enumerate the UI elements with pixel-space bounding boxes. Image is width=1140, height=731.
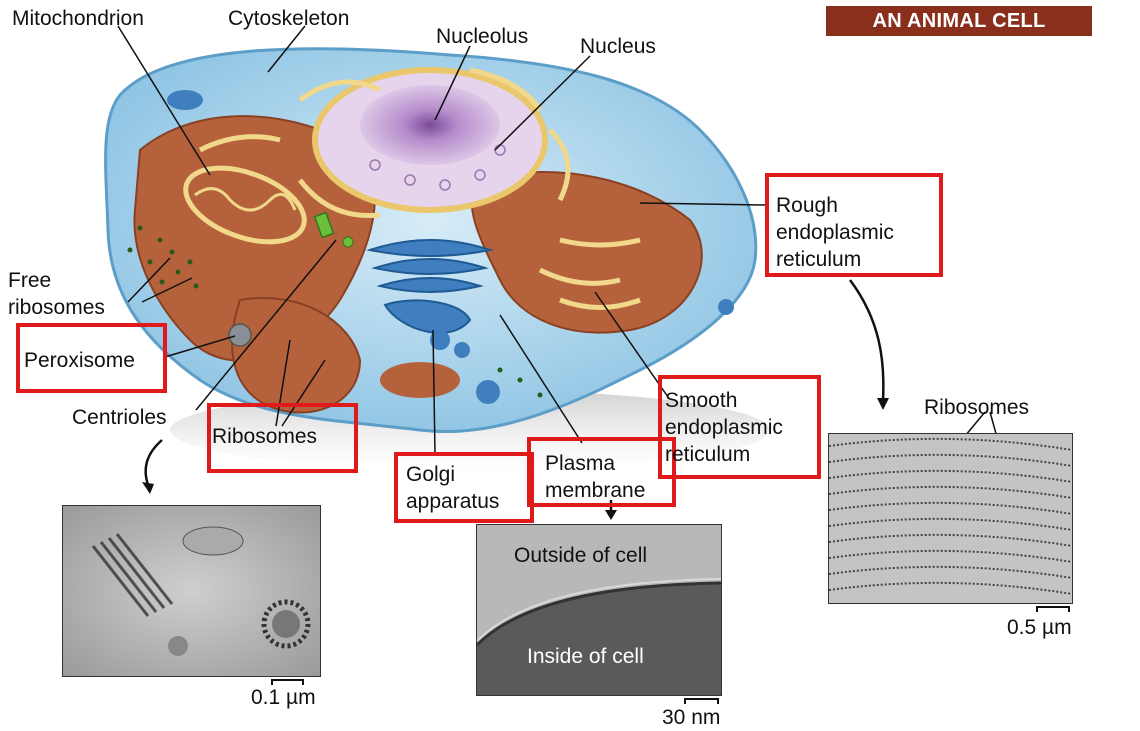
micrograph-rough-er — [828, 433, 1073, 604]
micrograph-centrioles — [62, 505, 321, 677]
highlight-box-ribosomes — [207, 403, 358, 473]
scale-bar-membrane — [684, 698, 719, 704]
scale-label-membrane: 30 nm — [662, 706, 721, 729]
label-free-ribosomes-2: ribosomes — [8, 296, 105, 319]
label-mitochondrion: Mitochondrion — [12, 7, 144, 30]
label-smooth-er-1: Smooth — [665, 389, 738, 412]
label-inside-cell: Inside of cell — [527, 645, 644, 668]
highlight-box-smooth-er — [658, 375, 821, 479]
scale-label-rough-er: 0.5 µm — [1007, 616, 1072, 639]
label-micrograph-ribosomes: Ribosomes — [924, 396, 1030, 419]
scale-label-centriole: 0.1 µm — [251, 686, 316, 709]
label-rough-er-3: reticulum — [776, 248, 862, 271]
highlight-box-peroxisome — [16, 323, 167, 393]
label-free-ribosomes-1: Free — [8, 269, 52, 292]
label-plasma-membrane-1: Plasma — [545, 452, 616, 475]
label-nucleolus: Nucleolus — [436, 25, 529, 48]
label-peroxisome: Peroxisome — [24, 349, 135, 372]
title-banner: AN ANIMAL CELL — [826, 6, 1092, 36]
label-nucleus: Nucleus — [580, 35, 656, 58]
micrograph-plasma-membrane — [476, 524, 722, 696]
highlight-box-golgi — [394, 452, 534, 523]
label-outside-cell: Outside of cell — [514, 544, 648, 567]
label-rough-er-2: endoplasmic — [776, 221, 894, 244]
label-plasma-membrane-2: membrane — [545, 479, 646, 502]
highlight-box-plasma-membrane — [527, 437, 676, 507]
highlight-box-rough-er — [765, 173, 943, 277]
scale-bar-centriole — [271, 679, 304, 685]
scale-bar-rough-er — [1036, 606, 1070, 612]
label-ribosomes: Ribosomes — [212, 425, 318, 448]
label-rough-er-1: Rough — [776, 194, 838, 217]
label-smooth-er-3: reticulum — [665, 443, 751, 466]
label-golgi-1: Golgi — [406, 463, 456, 486]
label-centrioles: Centrioles — [72, 406, 167, 429]
label-smooth-er-2: endoplasmic — [665, 416, 783, 439]
label-cytoskeleton: Cytoskeleton — [228, 7, 350, 30]
label-golgi-2: apparatus — [406, 490, 500, 513]
